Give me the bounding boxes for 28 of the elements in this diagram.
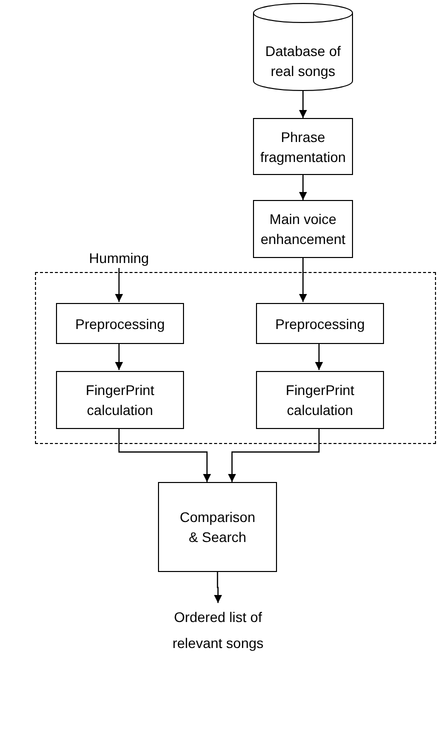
process-box — [56, 371, 184, 429]
process-box — [56, 303, 184, 344]
database-cylinder — [253, 3, 353, 91]
arrow — [299, 258, 307, 302]
arrow — [118, 428, 211, 482]
node-label: Preprocessing — [275, 314, 365, 334]
process-box — [253, 118, 353, 175]
node-label: Comparison & Search — [178, 508, 256, 547]
node-label: Database of real songs — [264, 42, 342, 81]
node-label: Phrase fragmentation — [259, 128, 347, 166]
arrow — [214, 572, 222, 603]
node-label: Preprocessing — [75, 314, 165, 334]
process-box — [253, 200, 353, 258]
arrow — [115, 268, 123, 302]
node-label: Humming — [89, 249, 149, 268]
process-box — [256, 303, 384, 344]
arrow — [299, 91, 307, 118]
node-label: Main voice enhancement — [260, 210, 346, 249]
node-label: FingerPrint calculation — [84, 381, 156, 420]
process-box — [158, 482, 277, 572]
dashed-group-box — [35, 272, 436, 444]
arrow — [115, 343, 123, 370]
process-box — [256, 371, 384, 429]
arrow — [315, 343, 323, 370]
arrow — [299, 175, 307, 200]
arrow — [228, 428, 320, 482]
node-label: FingerPrint calculation — [284, 381, 356, 420]
node-label: Ordered list of relevant songs — [171, 608, 265, 653]
